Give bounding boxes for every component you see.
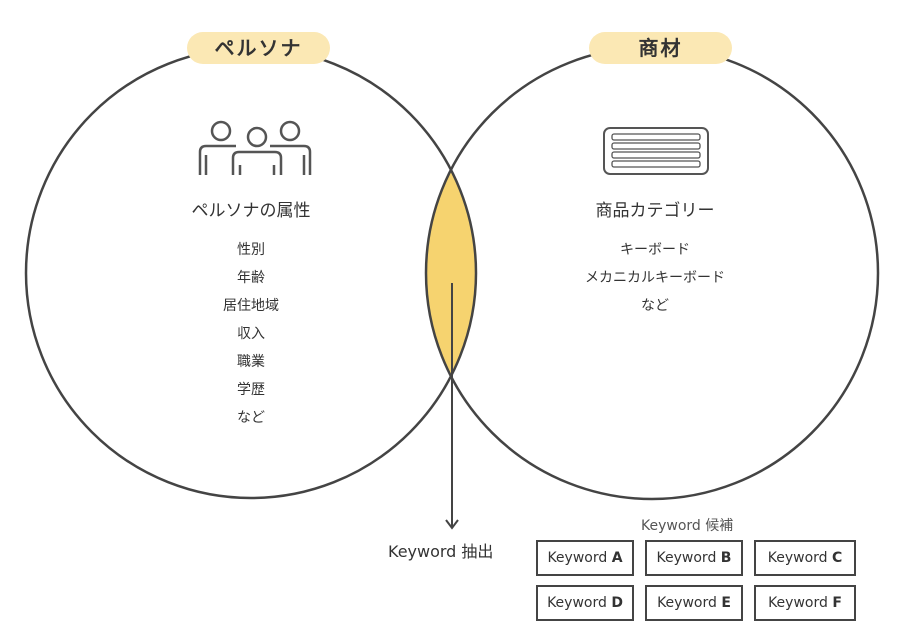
list-item: 収入	[237, 326, 265, 342]
list-item: 年齢	[237, 270, 265, 286]
list-item: メカニカルキーボード	[585, 270, 725, 286]
keyword-box: Keyword D	[536, 585, 634, 621]
keyword-box: Keyword A	[536, 540, 634, 576]
keyword-box: Keyword C	[754, 540, 856, 576]
keyword-box: Keyword F	[754, 585, 856, 621]
arrow-icon	[445, 283, 459, 530]
list-item: など	[641, 298, 669, 314]
product-categories: キーボード メカニカルキーボード など	[535, 236, 775, 320]
list-item: キーボード	[620, 242, 690, 258]
persona-attributes: 性別 年齢 居住地域 収入 職業 学歴 など	[131, 236, 371, 432]
candidates-label: Keyword 候補	[641, 518, 734, 534]
product-title: 商品カテゴリー	[595, 201, 715, 221]
list-item: など	[237, 410, 265, 426]
persona-title: ペルソナの属性	[191, 201, 311, 221]
keyboard-icon	[603, 127, 709, 175]
list-item: 職業	[237, 354, 265, 370]
persona-pill: ペルソナ	[187, 32, 330, 64]
list-item: 学歴	[237, 382, 265, 398]
product-pill: 商材	[589, 32, 732, 64]
keyword-box: Keyword E	[645, 585, 743, 621]
extract-label: Keyword 抽出	[388, 542, 494, 561]
keyword-box: Keyword B	[645, 540, 743, 576]
list-item: 性別	[237, 242, 265, 258]
people-icon	[198, 120, 312, 175]
list-item: 居住地域	[223, 298, 279, 314]
